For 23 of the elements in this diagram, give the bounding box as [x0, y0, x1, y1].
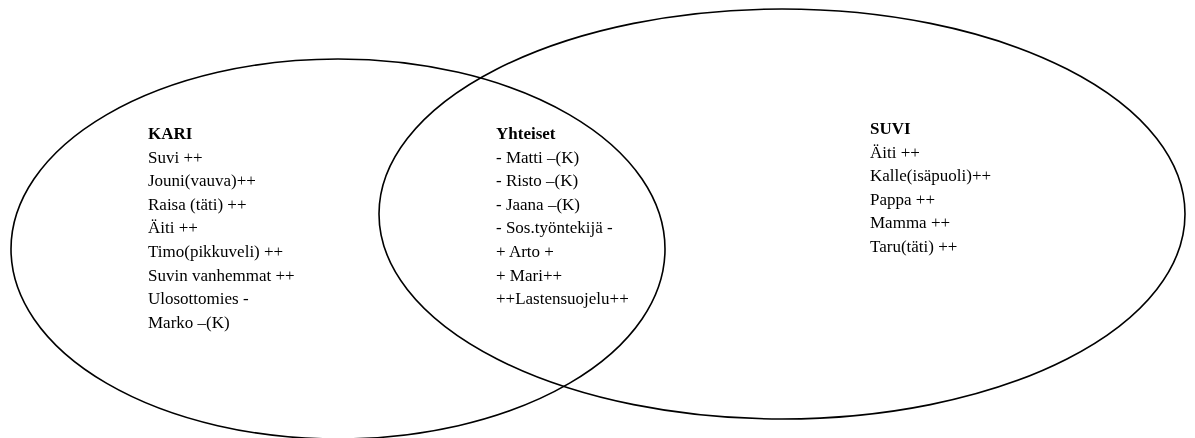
- member-item: - Jaana –(K): [496, 193, 581, 216]
- member-item: - Risto –(K): [496, 170, 580, 193]
- member-item: Kalle(isäpuoli)++: [870, 165, 992, 188]
- member-item: Marko –(K): [148, 311, 231, 334]
- member-item: - Sos.työntekijä -: [496, 217, 614, 240]
- member-item: Suvi ++: [148, 146, 204, 169]
- member-item: Pappa ++: [870, 188, 936, 211]
- member-item: Äiti ++: [148, 217, 199, 240]
- member-item: Raisa (täti) ++: [148, 193, 248, 216]
- set-heading: KARI: [148, 123, 194, 145]
- member-item: Ulosottomies -: [148, 288, 250, 311]
- member-item: + Arto +: [496, 240, 555, 263]
- member-item: Taru(täti) ++: [870, 235, 959, 258]
- member-item: Mamma ++: [870, 212, 952, 235]
- member-item: Timo(pikkuveli) ++: [148, 240, 285, 263]
- member-item: Jouni(vauva)++: [148, 170, 257, 193]
- set-heading: SUVI: [870, 118, 912, 140]
- member-item: - Matti –(K): [496, 146, 581, 169]
- member-item: + Mari++: [496, 264, 564, 287]
- set-heading: Yhteiset: [496, 123, 557, 145]
- member-item: Äiti ++: [870, 141, 921, 164]
- member-item: ++Lastensuojelu++: [496, 288, 629, 311]
- member-item: Suvin vanhemmat ++: [148, 264, 295, 287]
